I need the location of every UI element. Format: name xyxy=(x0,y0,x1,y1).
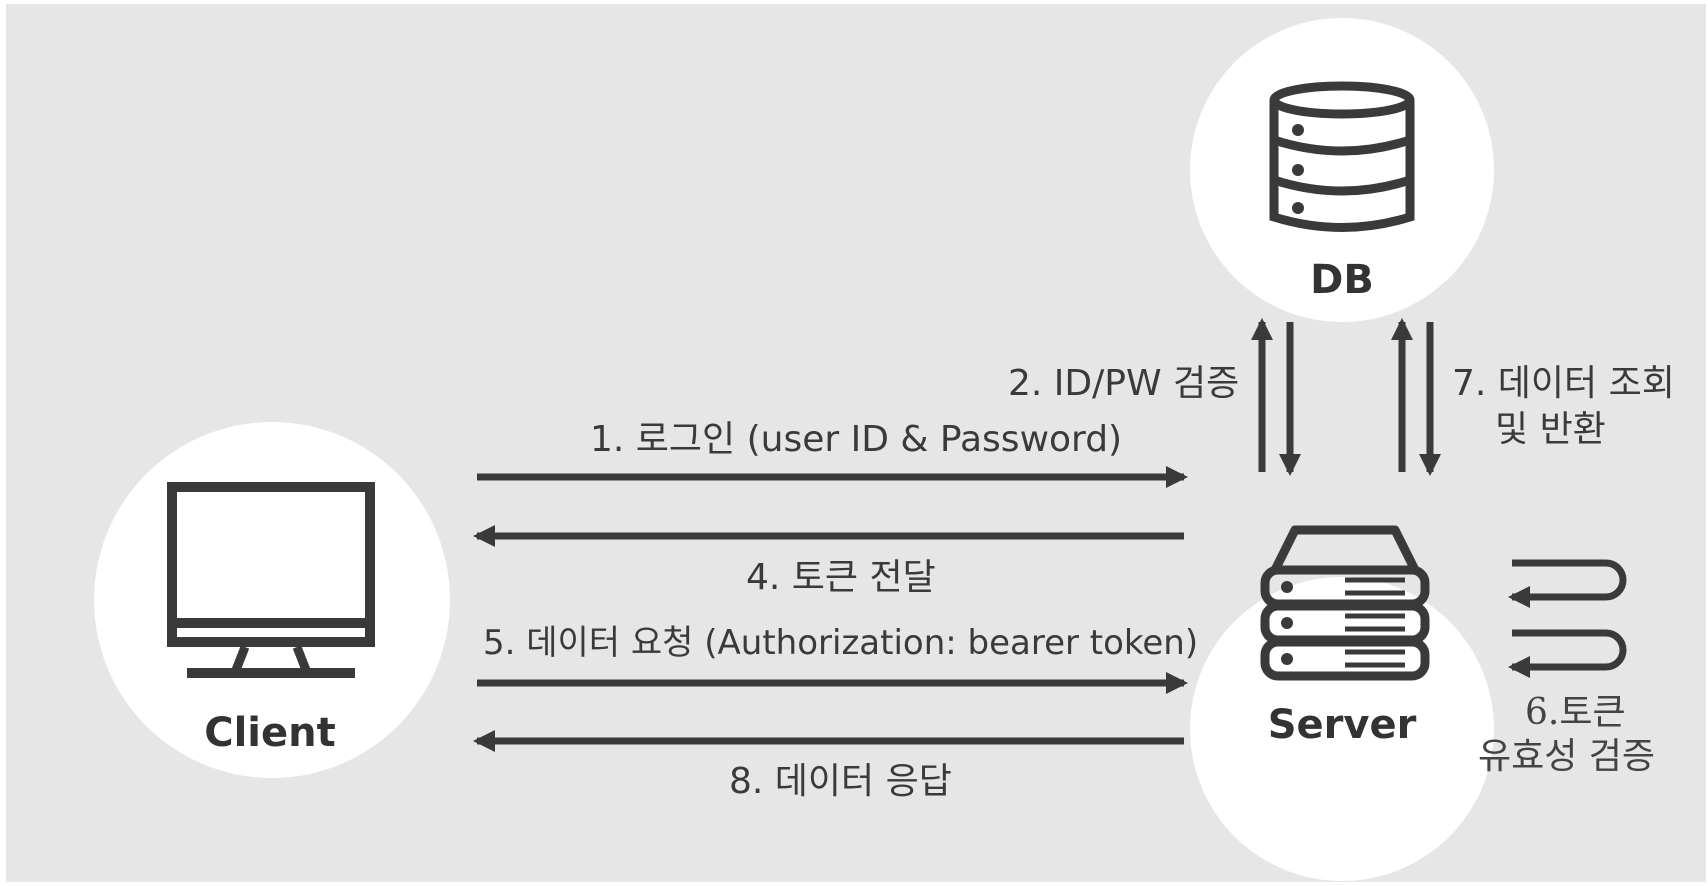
step-7-label-line2: 및 반환 xyxy=(1495,409,1606,450)
loop-arrow-2 xyxy=(1508,629,1627,678)
step-7-label-line1: 7. 데이터 조회 xyxy=(1452,363,1675,404)
database-icon xyxy=(1269,81,1415,232)
client-label: Client xyxy=(204,710,336,756)
db-node xyxy=(1190,18,1494,322)
step-6-label-line1: 6.토큰 xyxy=(1525,692,1626,733)
step-5-label: 5. 데이터 요청 (Authorization: bearer token) xyxy=(483,623,1199,663)
monitor-icon xyxy=(167,482,375,678)
step-6-label-line2: 유효성 검증 xyxy=(1478,736,1656,777)
step-4-label: 4. 토큰 전달 xyxy=(746,557,936,598)
client-node xyxy=(94,422,450,778)
step-8-label: 8. 데이터 응답 xyxy=(729,761,952,802)
loop-arrow-1 xyxy=(1508,559,1627,608)
db-label: DB xyxy=(1310,257,1374,303)
server-rack-icon xyxy=(1260,525,1430,681)
step-1-label: 1. 로그인 (user ID & Password) xyxy=(590,419,1123,460)
server-label: Server xyxy=(1267,702,1417,748)
step-2-label: 2. ID/PW 검증 xyxy=(1008,363,1240,404)
